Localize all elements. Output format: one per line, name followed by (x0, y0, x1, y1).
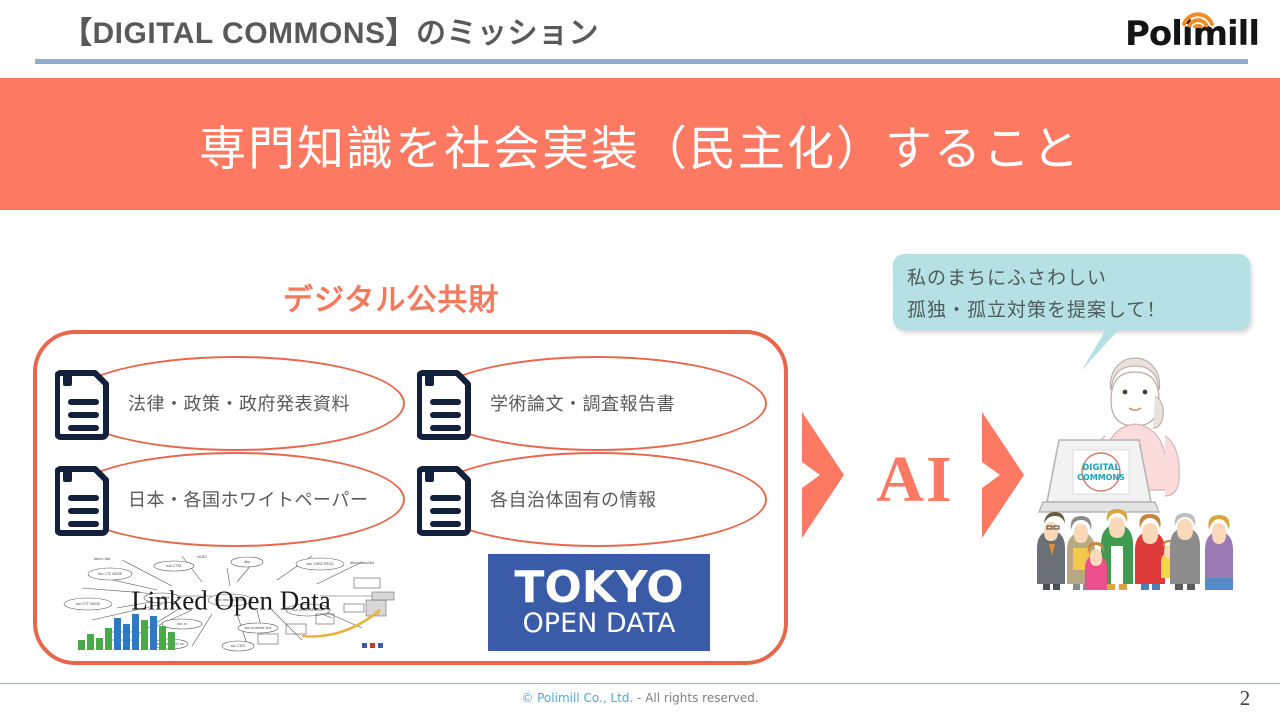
svg-text:dbp: dbp (244, 560, 250, 564)
laptop-logo-line-1: DIGITAL (1082, 463, 1120, 473)
speech-bubble-line-1: 私のまちにふさわしい (907, 267, 1108, 289)
chevron-right-icon (802, 412, 844, 538)
laptop-icon: DIGITAL COMMONS (1037, 439, 1161, 513)
svg-text:dbnm/ded/dbt: dbnm/ded/dbt (350, 561, 375, 565)
svg-text:ssn CHED RESQ: ssn CHED RESQ (307, 562, 334, 566)
page-number: 2 (1239, 686, 1251, 710)
speech-bubble-line-2: 孤独・孤立対策を提案して！ (907, 299, 1167, 321)
linked-open-data-image: ssn CTF NODE ssn CTFA dbp ssn CHED RESQ ss… (62, 548, 400, 653)
page-title: 【DIGITAL COMMONS】のミッション (62, 17, 600, 50)
speech-bubble: 私のまちにふさわしい 孤独・孤立対策を提案して！ (893, 254, 1250, 330)
mission-banner: 専門知識を社会実装（民主化）すること (0, 78, 1280, 210)
people-illustration: DIGITAL COMMONS (1037, 357, 1233, 590)
chevron-right-icon (982, 412, 1024, 538)
svg-text:sfLDO: sfLDO (197, 555, 207, 559)
document-icon (417, 370, 471, 440)
svg-text:ssn CDO: ssn CDO (231, 644, 246, 648)
document-icon (417, 466, 471, 536)
svg-text:ssn CTF NODE: ssn CTF NODE (76, 602, 100, 606)
list-item: 法律・政策・政府発表資料 (55, 366, 350, 440)
list-item: 各自治体固有の情報 (417, 462, 657, 536)
footer-rights: - All rights reserved. (633, 691, 759, 705)
list-item: 日本・各国ホワイトペーパー (55, 462, 368, 536)
ai-label: AI (876, 443, 954, 516)
polimill-logo: Polimill (1125, 8, 1270, 54)
speech-bubble-tail-icon (1082, 326, 1122, 370)
svg-text:ssn rescmd/cmd: ssn rescmd/cmd (216, 598, 244, 602)
list-item-label: 各自治体固有の情報 (490, 490, 657, 511)
document-icon (55, 370, 109, 440)
svg-text:dbnm dbt: dbnm dbt (94, 557, 111, 561)
laptop-logo-line-2: COMMONS (1077, 473, 1125, 482)
svg-text:ssn CTFA: ssn CTFA (154, 596, 170, 600)
network-diagram-icon: ssn CTF NODE ssn CTFA dbp ssn CHED RESQ ss… (63, 555, 395, 652)
tokyo-open-data-logo: TOKYO OPEN DATA (488, 554, 710, 651)
section-heading: デジタル公共財 (283, 284, 500, 317)
header-divider (35, 59, 1248, 64)
footer-divider (0, 683, 1280, 684)
document-icon (55, 466, 109, 536)
list-item: 学術論文・調査報告書 (417, 366, 675, 440)
svg-text:ssn ordered link: ssn ordered link (244, 626, 271, 630)
wifi-arcs-icon (1182, 12, 1214, 28)
footer-copyright: © Polimill Co., Ltd. - All rights reserv… (0, 691, 1280, 705)
tokyo-open-data-sub: OPEN DATA (522, 608, 676, 640)
svg-text:ssn CTFA: ssn CTFA (166, 564, 182, 568)
svg-text:ssn rc: ssn rc (177, 622, 187, 626)
tokyo-open-data-main: TOKYO (514, 562, 684, 614)
svg-text:ssn CTF NODE: ssn CTF NODE (98, 572, 122, 576)
bar-chart-icon (78, 614, 175, 650)
mission-banner-text: 専門知識を社会実装（民主化）すること (199, 121, 1081, 177)
list-item-label: 学術論文・調査報告書 (490, 394, 675, 415)
list-item-label: 法律・政策・政府発表資料 (128, 394, 350, 415)
footer-brand: © Polimill Co., Ltd. (521, 691, 634, 705)
linked-open-data-title: Linked Open Data (131, 585, 331, 615)
svg-text:ssn CHED SENSOR: ssn CHED SENSOR (292, 608, 324, 612)
group-of-people (1037, 509, 1233, 590)
list-item-label: 日本・各国ホワイトペーパー (128, 490, 369, 511)
